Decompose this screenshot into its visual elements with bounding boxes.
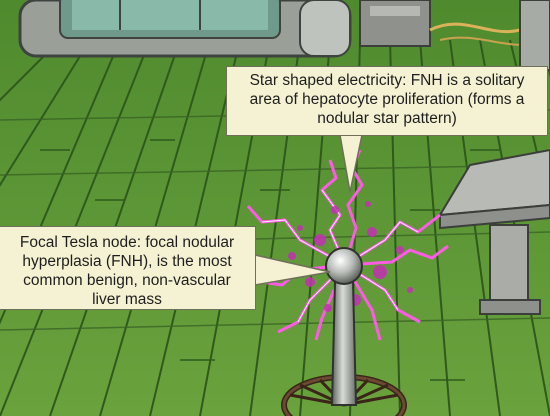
callout-tesla-node: Focal Tesla node: focal nodular hyperpla… (0, 226, 256, 310)
callout-star-electricity-text: Star shaped electricity: FNH is a solita… (249, 72, 525, 127)
callout-tesla-node-text: Focal Tesla node: focal nodular hyperpla… (19, 234, 235, 308)
tesla-coil-illustration (281, 247, 407, 416)
pod-machine-illustration (18, 0, 352, 58)
stone-bench-illustration (438, 148, 550, 315)
callout-star-electricity: Star shaped electricity: FNH is a solita… (226, 66, 548, 136)
